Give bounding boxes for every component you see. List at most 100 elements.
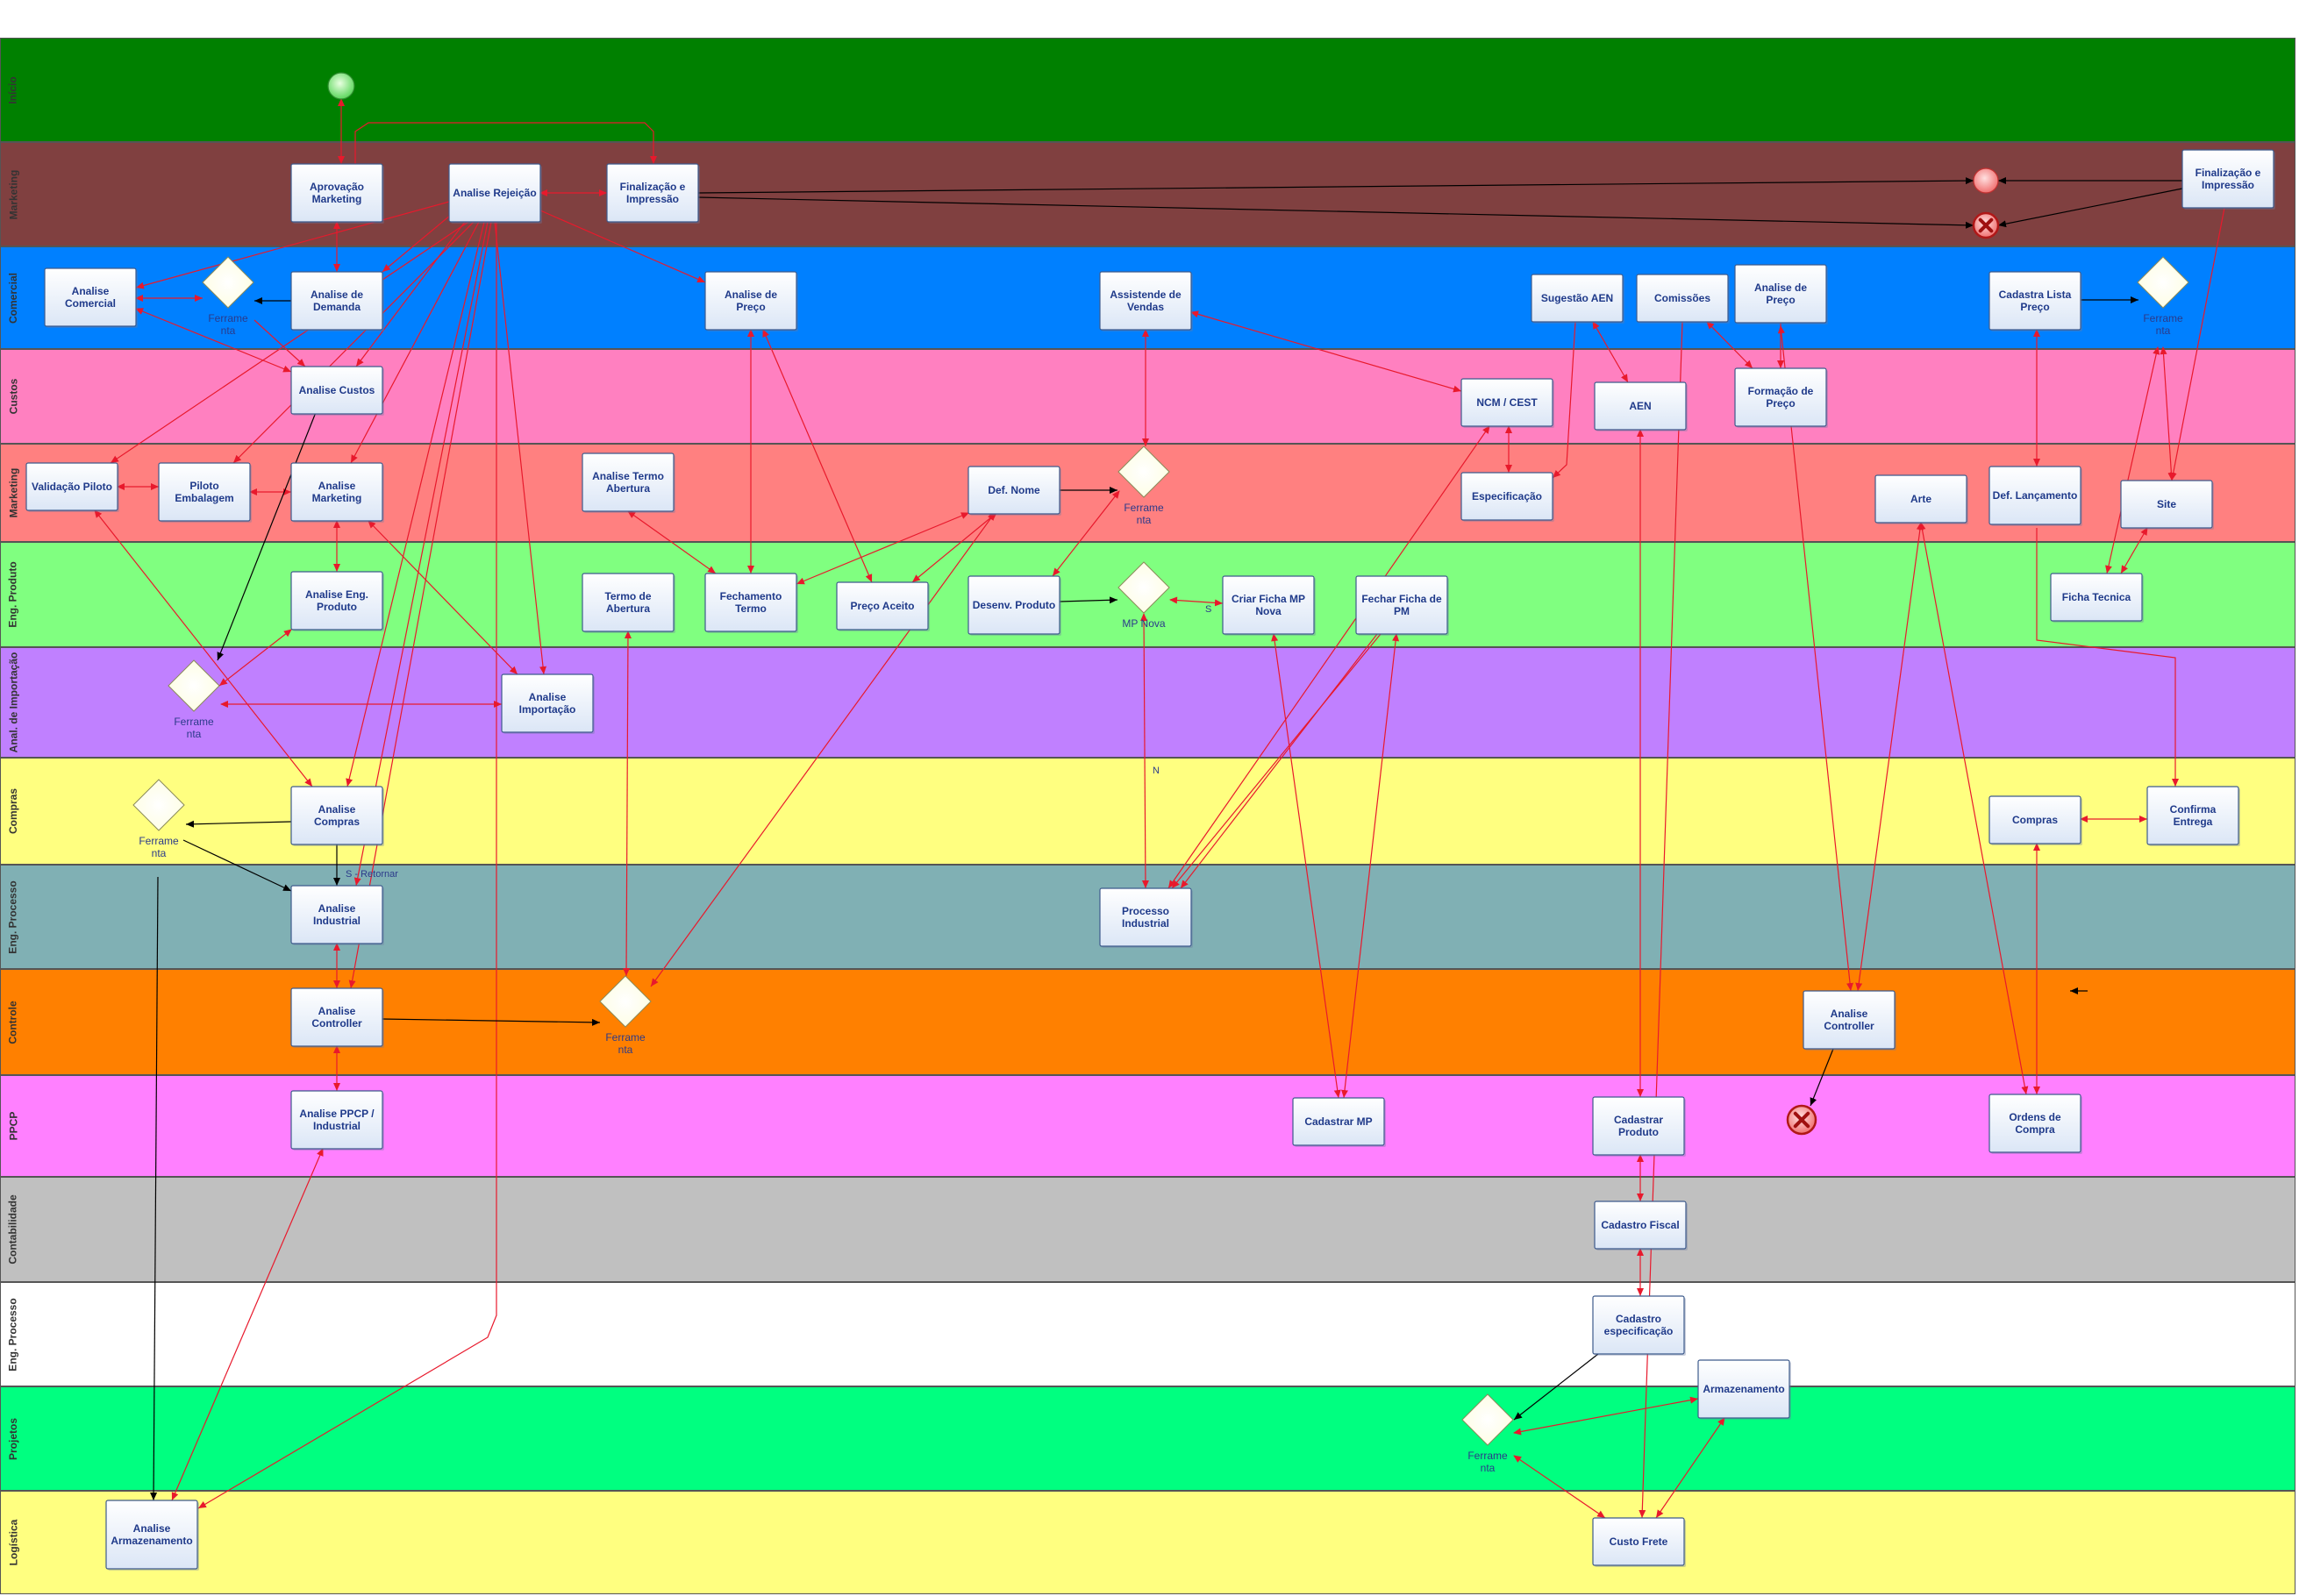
- lane-l11: Contabilidade: [0, 1177, 2295, 1282]
- task-def_nome[interactable]: Def. Nome: [967, 466, 1061, 516]
- task-sugestao_aen[interactable]: Sugestão AEN: [1531, 274, 1624, 324]
- task-def_lanc[interactable]: Def. Lançamento: [1988, 466, 2082, 526]
- task-box: [1099, 271, 1192, 331]
- task-especificacao[interactable]: Especificação: [1460, 472, 1554, 522]
- gateway-gw_mpnova[interactable]: MP Nova: [1117, 561, 1170, 630]
- connector-6: [1997, 188, 2183, 228]
- task-cadastro_fiscal[interactable]: Cadastro Fiscal: [1594, 1201, 1688, 1250]
- task-label: Comercial: [65, 297, 116, 310]
- task-armazenamento[interactable]: Armazenamento: [1697, 1359, 1791, 1420]
- connector-49: [1052, 490, 1120, 577]
- task-label: Preço: [2020, 301, 2049, 313]
- task-valid_piloto[interactable]: Validação Piloto: [25, 462, 119, 512]
- task-site[interactable]: Site: [2120, 480, 2214, 530]
- connector-57: [1167, 425, 1490, 889]
- task-analise_eng[interactable]: Analise Eng.Produto: [290, 571, 384, 631]
- task-desenv_prod[interactable]: Desenv. Produto: [967, 575, 1061, 636]
- task-analise_rej[interactable]: Analise Rejeição: [448, 163, 542, 224]
- task-label: Sugestão AEN: [1541, 292, 1613, 304]
- task-custo_frete[interactable]: Custo Frete: [1592, 1517, 1686, 1567]
- connector-54: [1341, 633, 1400, 1099]
- start-event-icon: [327, 72, 355, 100]
- task-comissoes[interactable]: Comissões: [1636, 274, 1730, 324]
- task-box: [290, 786, 383, 845]
- task-analise_ppcp[interactable]: Analise PPCP /Industrial: [290, 1090, 384, 1151]
- connector-22: [494, 221, 547, 675]
- task-box: [1734, 367, 1827, 427]
- task-label: Analise de: [725, 289, 777, 301]
- task-label: Industrial: [1122, 917, 1169, 930]
- task-preco_aceito[interactable]: Preço Aceito: [836, 581, 930, 631]
- connector-59: [623, 631, 632, 977]
- connector-67: [1855, 522, 1924, 992]
- start-event-start[interactable]: [327, 72, 355, 100]
- task-box: [1874, 474, 1967, 524]
- connector-61: [218, 629, 292, 687]
- gateway-label: nta: [152, 847, 167, 859]
- task-aen[interactable]: AEN: [1594, 381, 1688, 431]
- connector-23: [197, 222, 497, 1509]
- task-box: [158, 462, 251, 522]
- connector-73: [150, 876, 159, 1501]
- task-label: Entrega: [2174, 816, 2213, 828]
- task-arte[interactable]: Arte: [1874, 474, 1968, 524]
- task-box: [704, 271, 797, 331]
- task-box: [1697, 1359, 1790, 1419]
- task-label: Impressão: [2202, 179, 2254, 191]
- gateway-diamond: [202, 256, 254, 309]
- cancel-event-cancel1[interactable]: [1972, 211, 2000, 239]
- task-ncm[interactable]: NCM / CEST: [1460, 378, 1554, 428]
- cancel-event-cancel2[interactable]: [1786, 1104, 1817, 1136]
- task-compras[interactable]: Compras: [1988, 795, 2082, 845]
- connector-36: [2160, 346, 2175, 481]
- task-label: Preço: [1766, 397, 1795, 410]
- gateway-diamond: [2137, 256, 2189, 309]
- task-box: [606, 163, 699, 223]
- task-label: Ficha Tecnica: [2062, 591, 2131, 603]
- end-event-end1[interactable]: [1973, 167, 1999, 194]
- task-ficha_tecnica[interactable]: Ficha Tecnica: [2050, 573, 2144, 623]
- task-label: Arte: [1910, 493, 1931, 505]
- task-analise_custos[interactable]: Analise Custos: [290, 366, 384, 416]
- task-cadastrar_mp[interactable]: Cadastrar MP: [1292, 1097, 1386, 1147]
- task-label: Analise: [133, 1522, 171, 1535]
- task-box: [1592, 1295, 1685, 1355]
- gateway-diamond: [132, 779, 185, 831]
- task-label: Abertura: [606, 602, 650, 615]
